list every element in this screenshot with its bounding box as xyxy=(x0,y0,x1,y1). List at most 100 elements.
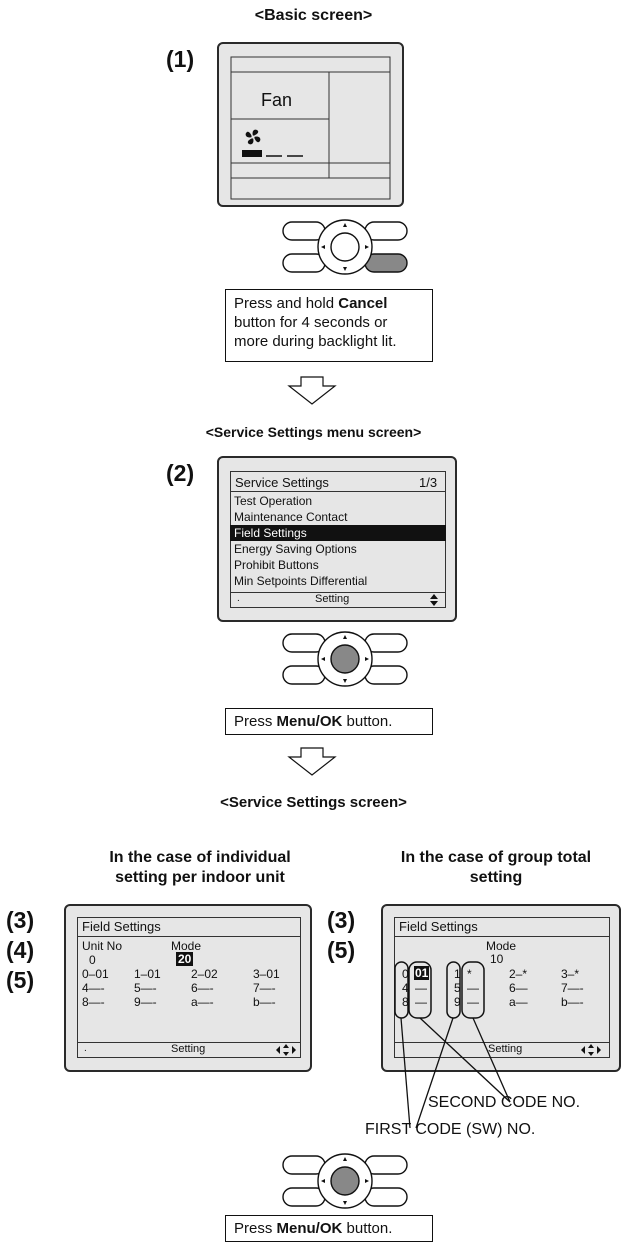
instr-text: Press and hold xyxy=(234,295,339,312)
first-code: 9 xyxy=(454,995,461,1009)
instr-text: button. xyxy=(342,1220,393,1237)
instr-text: more during backlight lit. xyxy=(234,333,397,350)
group-heading-line: setting xyxy=(469,869,523,886)
down-arrow-icon xyxy=(287,376,337,405)
code-cell: 1–01 xyxy=(134,967,161,981)
first-code: 1 xyxy=(454,967,461,981)
instr-bold: Menu/OK xyxy=(276,713,343,730)
field-footer-divider xyxy=(77,1042,301,1043)
individual-heading-line: In the case of individual xyxy=(109,849,291,866)
service-menu-lcd: Service Settings 1/3 Test Operation Main… xyxy=(217,456,457,622)
code-cell: 8—- xyxy=(82,995,105,1009)
step-4-label: (4) xyxy=(6,937,35,963)
instr-bold: Cancel xyxy=(338,295,388,312)
code-cell: 4—- xyxy=(82,981,105,995)
instruction-menu-ok-1: Press Menu/OK button. xyxy=(225,708,433,735)
menu-page: 1/3 xyxy=(419,475,438,490)
group-heading-line: In the case of group total xyxy=(400,849,592,866)
menu-item[interactable]: Prohibit Buttons xyxy=(234,558,319,572)
code-cell: 6— xyxy=(509,981,528,995)
code-cell: a— xyxy=(509,995,528,1009)
code-cell: 7—- xyxy=(561,981,584,995)
up-down-arrow-icon xyxy=(430,594,438,606)
first-code-callout: FIRST CODE (SW) NO. xyxy=(365,1121,536,1138)
step-5-label-group: (5) xyxy=(327,937,356,963)
down-arrow-icon xyxy=(287,747,337,776)
code-cell: 3–01 xyxy=(253,967,280,981)
fan-icon xyxy=(245,129,261,145)
second-code-callout: SECOND CODE NO. xyxy=(428,1094,581,1111)
menu-footer-divider xyxy=(230,592,446,593)
individual-heading: In the case of individual setting per in… xyxy=(50,848,350,888)
second-code-selected[interactable]: 01 xyxy=(414,966,430,980)
menu-title: Service Settings xyxy=(235,475,329,490)
group-mode-value: 10 xyxy=(490,952,504,966)
four-way-arrow-icon xyxy=(581,1044,601,1056)
code-cell: 2–* xyxy=(509,967,528,981)
second-code: — xyxy=(467,981,479,995)
field-footer-dot: . xyxy=(84,1043,87,1054)
group-heading: In the case of group total setting xyxy=(365,848,627,888)
field-group-lcd: Field Settings Mode 10 0 4 8 01 — — 1 5 … xyxy=(381,904,621,1072)
code-cell: b—- xyxy=(253,995,276,1009)
four-way-arrow-icon xyxy=(276,1044,296,1056)
code-cell: 9—- xyxy=(134,995,157,1009)
group-title: Field Settings xyxy=(399,919,478,934)
instruction-cancel: Press and hold Cancel button for 4 secon… xyxy=(225,289,433,362)
basic-screen-heading: <Basic screen> xyxy=(254,7,373,24)
first-code: 5 xyxy=(454,981,461,995)
instr-text: Press xyxy=(234,1220,277,1237)
code-cell: 0–01 xyxy=(82,967,109,981)
basic-mode-label: Fan xyxy=(261,90,293,110)
group-mode-label: Mode xyxy=(486,939,517,953)
basic-screen-lcd: Fan xyxy=(217,42,404,207)
group-divider xyxy=(394,936,610,937)
menu-footer-dot: . xyxy=(237,593,240,604)
menu-list: Test Operation Maintenance Contact Field… xyxy=(230,493,446,589)
service-menu-heading: <Service Settings menu screen> xyxy=(205,424,422,440)
code-cell: a—- xyxy=(191,995,214,1009)
step-5-label: (5) xyxy=(6,967,35,993)
controller-pad-3 xyxy=(282,1153,408,1209)
service-heading: <Service Settings screen> xyxy=(220,794,407,811)
field-divider xyxy=(77,936,301,937)
individual-heading-line: setting per indoor unit xyxy=(115,869,285,886)
menu-item[interactable]: Test Operation xyxy=(234,494,313,508)
field-footer-label: Setting xyxy=(171,1043,206,1055)
second-code: — xyxy=(467,995,479,1009)
code-cell: 2–02 xyxy=(191,967,218,981)
first-code: 4 xyxy=(402,981,409,995)
code-cell: 6—- xyxy=(191,981,214,995)
instruction-menu-ok-2: Press Menu/OK button. xyxy=(225,1215,433,1242)
mode-value[interactable]: 20 xyxy=(176,952,194,966)
controller-pad-1 xyxy=(282,219,408,275)
menu-footer-label: Setting xyxy=(315,593,350,605)
menu-divider xyxy=(230,491,446,492)
second-code: — xyxy=(415,995,427,1009)
code-cell: 7—- xyxy=(253,981,276,995)
second-code: — xyxy=(415,981,427,995)
unit-no-value: 0 xyxy=(89,953,96,967)
instr-text: Press xyxy=(234,713,277,730)
field-frame xyxy=(77,917,301,1058)
instr-text: button for 4 seconds or xyxy=(234,314,388,331)
first-code: 0 xyxy=(402,967,409,981)
step-2-label: (2) xyxy=(166,460,195,486)
instr-bold: Menu/OK xyxy=(276,1220,343,1237)
menu-item[interactable]: Energy Saving Options xyxy=(234,542,357,556)
menu-item[interactable]: Min Setpoints Differential xyxy=(234,574,368,588)
instr-text: button. xyxy=(342,713,393,730)
field-individual-lcd: Field Settings Unit No Mode 0 20 0–01 1–… xyxy=(64,904,312,1072)
controller-pad-2 xyxy=(282,631,408,687)
step-1-label: (1) xyxy=(166,46,195,72)
menu-item[interactable]: Maintenance Contact xyxy=(234,510,348,524)
menu-item-selected[interactable]: Field Settings xyxy=(230,525,446,541)
mode-label: Mode xyxy=(171,939,202,953)
code-cell: 5—- xyxy=(134,981,157,995)
second-code: * xyxy=(467,967,472,981)
field-title: Field Settings xyxy=(82,919,161,934)
first-code: 8 xyxy=(402,995,409,1009)
basic-screen-lines xyxy=(230,56,391,200)
step-3-label: (3) xyxy=(6,907,35,933)
code-cell: 3–* xyxy=(561,967,580,981)
